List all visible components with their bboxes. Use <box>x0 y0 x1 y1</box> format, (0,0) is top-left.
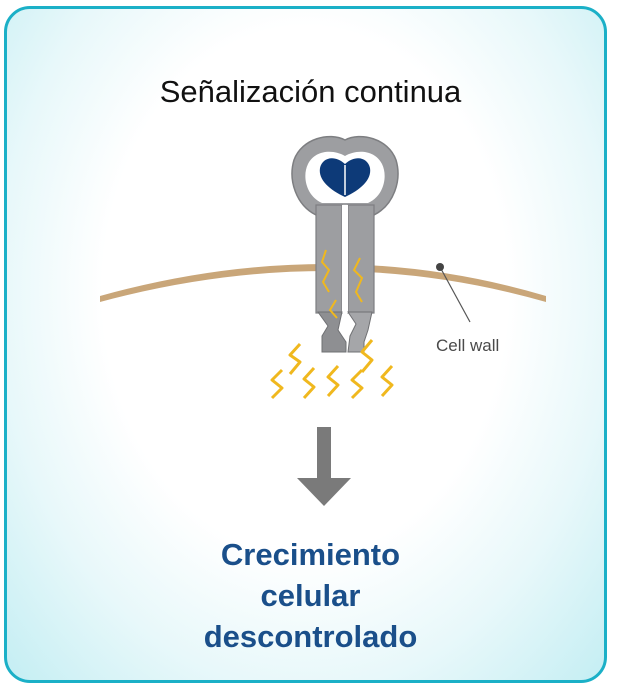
result-line-1: Crecimiento <box>0 534 621 575</box>
result-text: Crecimiento celular descontrolado <box>0 534 621 657</box>
receptor-stem-right <box>348 205 374 313</box>
cell-wall-label: Cell wall <box>436 336 499 356</box>
result-line-3: descontrolado <box>0 616 621 657</box>
receptor-tail <box>318 312 346 352</box>
receptor-stem-left <box>316 205 342 313</box>
cell-wall-pointer-dot <box>436 263 444 271</box>
down-arrow-head <box>297 478 351 506</box>
result-line-2: celular <box>0 575 621 616</box>
